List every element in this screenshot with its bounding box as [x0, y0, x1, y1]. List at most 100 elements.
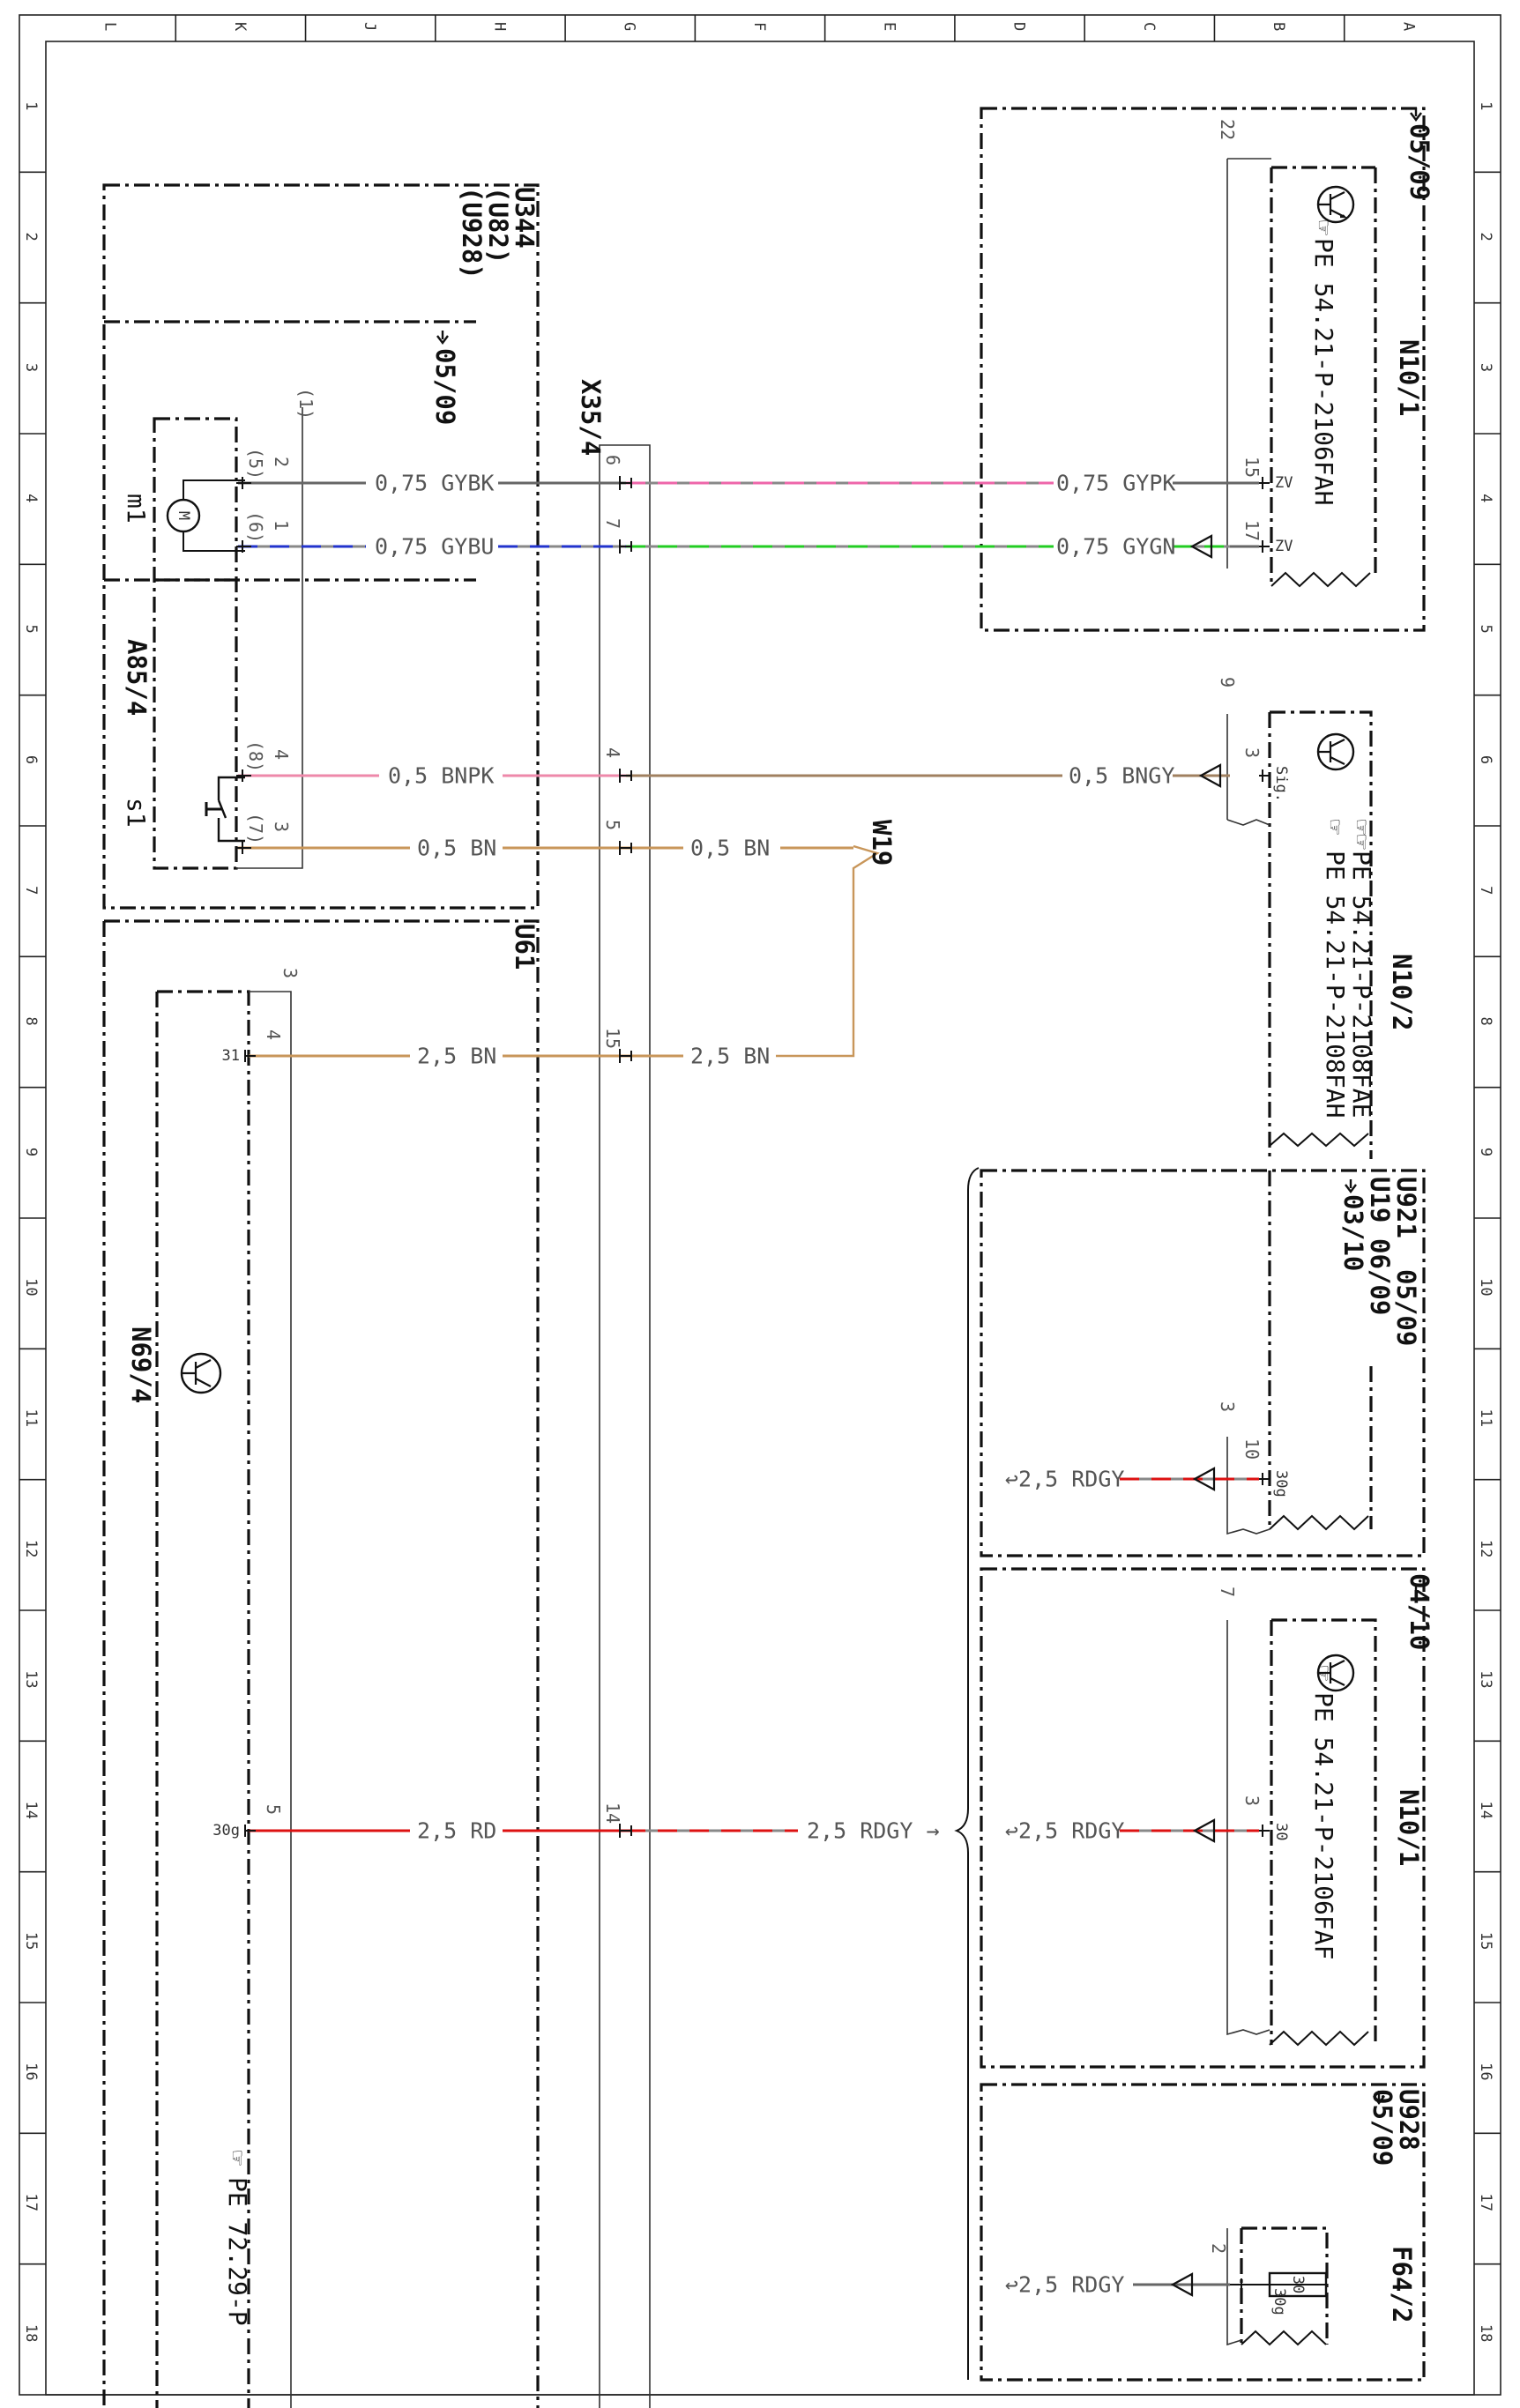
- f64-2-nav: 05/09: [1367, 2089, 1397, 2166]
- u921-pin: 10: [1241, 1438, 1263, 1460]
- junction-brace: [954, 1167, 980, 2380]
- column-label: C: [1140, 22, 1158, 31]
- ecu-icon: [180, 1352, 222, 1394]
- a85-pin-contact: [236, 842, 251, 854]
- feed-label: ↩2,5 RDGY: [1005, 1818, 1124, 1844]
- row-label-left: 18: [22, 2324, 40, 2342]
- n10-1-bot-body: [1226, 1620, 1270, 2036]
- n10-2-ref2: PE 54.21-P-2108FAH: [1321, 851, 1350, 1118]
- a85-4-box: [102, 183, 540, 910]
- row-label-left: 9: [22, 1148, 40, 1156]
- x35-pin-number: 5: [602, 820, 623, 830]
- row-label-right: 5: [1477, 625, 1494, 634]
- plug-marker-icon: [1192, 1467, 1216, 1491]
- w19-name: W19: [867, 820, 897, 866]
- a85-4-codes1: U344: [510, 187, 540, 249]
- motor-symbol: M: [175, 511, 192, 520]
- u921-frame-pin: 3: [1217, 1401, 1238, 1412]
- wire-label-right: 0,75 GYGN: [1056, 534, 1175, 560]
- pin-contact: [1259, 1825, 1270, 1837]
- ecu-icon: [1316, 1654, 1355, 1692]
- ecu-icon: [1316, 185, 1355, 224]
- column-label: B: [1270, 22, 1287, 31]
- plug-marker-icon: [1170, 2272, 1194, 2297]
- n69-4-body: [249, 991, 292, 2408]
- hand-ref-icon: ☞: [1321, 820, 1350, 835]
- u921-zigzag: [1269, 1514, 1369, 1531]
- plug-marker-icon: [1189, 534, 1213, 559]
- row-label-left: 15: [22, 1932, 40, 1950]
- u61-box: [102, 919, 540, 2408]
- a85-4-frame-pin: (1): [295, 388, 317, 420]
- a85-pin-alt: (8): [245, 740, 266, 772]
- row-label-left: 8: [22, 1017, 40, 1026]
- n69-4-ref: PE 72.29-P: [223, 2177, 252, 2326]
- column-label: L: [101, 22, 119, 31]
- f64-2-name: F64/2: [1387, 2246, 1417, 2323]
- n10-1-pin-name: ZV: [1275, 538, 1293, 555]
- n10-2-pin-name: Sig.: [1272, 766, 1290, 802]
- row-label-right: 8: [1477, 1017, 1494, 1026]
- wire-label-right: 0,5 BNGY: [1069, 763, 1174, 789]
- a85-pin-alt: (6): [245, 511, 266, 543]
- row-label-right: 12: [1477, 1540, 1494, 1557]
- n10-2-zigzag: [1269, 1132, 1369, 1148]
- pin-contact: [1259, 769, 1270, 782]
- wire-label-right: 0,5 BN: [690, 836, 770, 861]
- feed-label: ↩2,5 RDGY: [1005, 2272, 1124, 2298]
- f64-2-pin: 2: [1208, 2243, 1229, 2254]
- symbols: M 30: [166, 185, 1520, 2298]
- n10-1-top-inner-box: [1270, 166, 1377, 586]
- n10-2-body: [1226, 714, 1270, 826]
- n10-1-bot-frame-pin: 7: [1217, 1587, 1238, 1597]
- n10-2-box: [1268, 710, 1373, 1159]
- arrow-icon: [1373, 2091, 1385, 2105]
- f64-2-zigzag: [1241, 2330, 1327, 2346]
- n69-4-frame-pin: 3: [279, 968, 301, 978]
- motor-icon: M: [166, 479, 245, 552]
- n10-2-frame-pin: 9: [1217, 677, 1238, 687]
- x35-pin-number: 6: [602, 455, 623, 465]
- n10-1-pin-number: 15: [1241, 457, 1263, 478]
- column-label: F: [750, 22, 768, 31]
- fuse-rating: 30: [1289, 2276, 1307, 2293]
- row-label-right: 13: [1477, 1670, 1494, 1688]
- motor-label: m1: [122, 494, 151, 524]
- row-label-right: 17: [1477, 2194, 1494, 2211]
- a85-4-nav: 05/09: [430, 348, 460, 425]
- a85-4-codes2: (U82): [483, 187, 513, 264]
- row-label-left: 13: [22, 1670, 40, 1688]
- column-label: G: [621, 22, 638, 31]
- n10-1-bot-ref: PE 54.21-P-2106FAF: [1309, 1692, 1338, 1959]
- n69-pin-contact: [244, 1825, 256, 1837]
- row-label-left: 14: [22, 1802, 40, 1819]
- f64-2-inner-box: [1240, 2226, 1329, 2345]
- wire-label-left: 2,5 BN: [417, 1044, 496, 1069]
- x35-pin-contact: [619, 1824, 632, 1838]
- u61-codes: U61: [510, 924, 540, 970]
- arrow-icon: [1345, 1179, 1357, 1193]
- column-label: H: [490, 22, 508, 31]
- component-bodies: [236, 158, 1371, 2408]
- a85-pin-contact: [236, 769, 251, 782]
- a85-pin-number: 1: [271, 520, 292, 531]
- row-label-right: 7: [1477, 886, 1494, 895]
- column-label: D: [1010, 22, 1028, 31]
- a85-4-name: A85/4: [122, 639, 152, 716]
- w19-splice-wire: [776, 844, 880, 1058]
- x35-4-name: X35/4: [576, 379, 606, 456]
- ecu-icon: [1316, 732, 1355, 771]
- x35-pin-contact: [619, 539, 632, 554]
- row-label-right: 18: [1477, 2324, 1494, 2342]
- u921-nav1: 05/09: [1391, 1269, 1421, 1346]
- row-label-right: 11: [1477, 1409, 1494, 1427]
- f64-2-codes: U928: [1394, 2089, 1424, 2151]
- n10-1-pin-contact: [1259, 477, 1270, 489]
- u921-codes: U921: [1391, 1177, 1421, 1238]
- x35-pin-number: 15: [602, 1028, 623, 1049]
- column-label: K: [231, 22, 249, 32]
- row-label-right: 16: [1477, 2062, 1494, 2080]
